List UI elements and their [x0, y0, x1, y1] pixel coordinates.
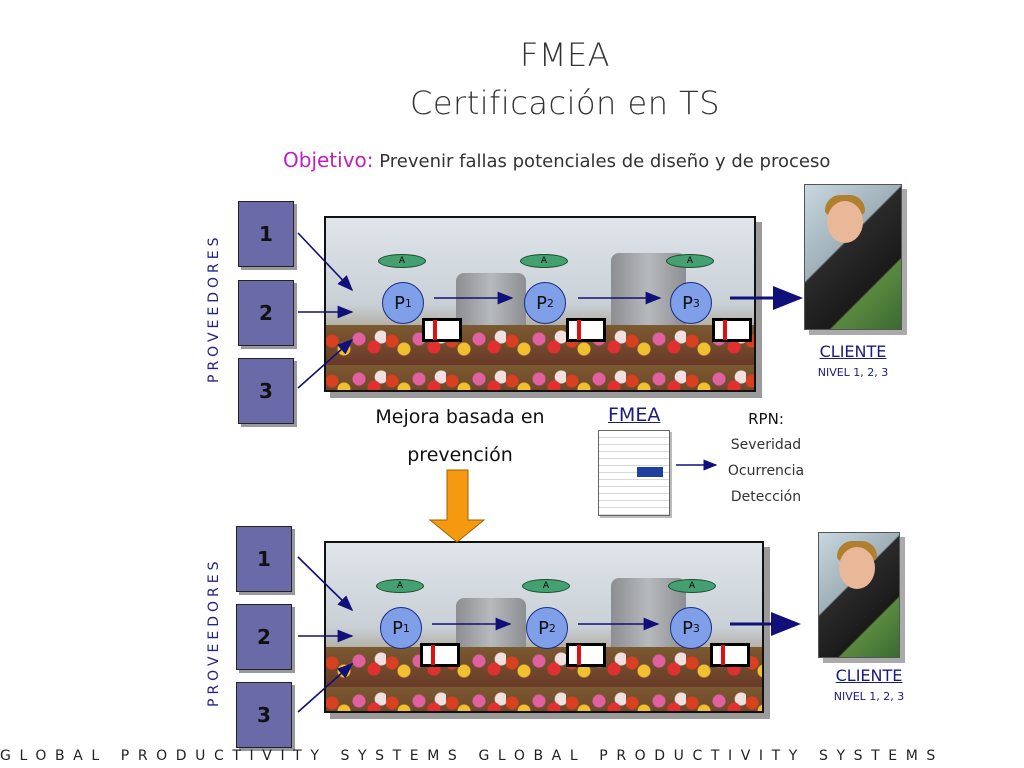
supplier-box-3: 3 — [238, 358, 294, 424]
supplier-arrow — [297, 232, 354, 292]
supplier-box-3: 3 — [236, 682, 292, 748]
control-gauge — [712, 318, 752, 342]
rpn-title: RPN: — [748, 410, 784, 428]
attribute-oval: A — [522, 579, 570, 593]
control-gauge — [566, 318, 606, 342]
page-subtitle: Certificación en TS — [410, 84, 720, 122]
customer-level-bottom: NIVEL 1, 2, 3 — [833, 690, 905, 703]
objective-keyword: Objetivo: — [283, 148, 374, 172]
page-title: FMEA — [519, 36, 611, 74]
supplier-box-2: 2 — [236, 604, 292, 670]
customer-photo-bottom — [818, 532, 900, 658]
supplier-arrow — [297, 662, 354, 713]
customer-label-top: CLIENTE — [819, 342, 887, 361]
rpn-block: RPN: Severidad Ocurrencia Detección — [716, 406, 816, 510]
footer-text: GLOBAL PRODUCTIVITY SYSTEMS GLOBAL PRODU… — [0, 748, 944, 764]
objective-text: Prevenir fallas potenciales de diseño y … — [379, 151, 831, 172]
objective: Objetivo: Prevenir fallas potenciales de… — [283, 148, 830, 172]
down-arrow — [428, 469, 486, 543]
flower-field — [326, 647, 762, 711]
attribute-oval: A — [378, 254, 426, 268]
attribute-oval: A — [520, 254, 568, 268]
fmea-document-icon — [598, 430, 670, 516]
supplier-arrow — [297, 338, 354, 389]
supplier-box-1: 1 — [236, 526, 292, 592]
flower-field — [326, 324, 754, 390]
improvement-text: Mejora basada en prevención — [375, 406, 545, 466]
control-gauge — [710, 643, 750, 667]
supplier-box-2: 2 — [238, 280, 294, 346]
rpn-item: Ocurrencia — [727, 463, 805, 479]
attribute-oval: A — [668, 579, 716, 593]
control-gauge — [422, 318, 462, 342]
customer-photo-top — [804, 184, 902, 330]
control-gauge — [420, 643, 460, 667]
rpn-item: Severidad — [730, 437, 802, 453]
supplier-arrow — [297, 556, 354, 612]
rpn-item: Detección — [730, 489, 802, 505]
control-gauge — [566, 643, 606, 667]
customer-label-bottom: CLIENTE — [835, 666, 903, 685]
attribute-oval: A — [666, 254, 714, 268]
fmea-label: FMEA — [608, 404, 661, 426]
attribute-oval: A — [376, 579, 424, 593]
customer-level-top: NIVEL 1, 2, 3 — [817, 366, 889, 379]
supplier-box-1: 1 — [238, 201, 294, 267]
